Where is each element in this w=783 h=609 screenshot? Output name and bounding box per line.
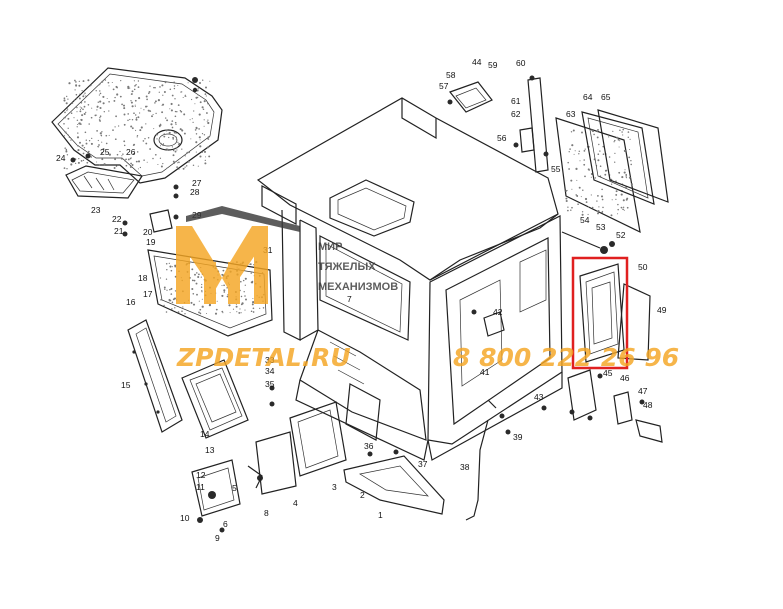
callout-63: 63	[566, 109, 576, 119]
callout-25: 25	[100, 147, 110, 157]
callout-48: 48	[643, 400, 653, 410]
callout-21: 21	[114, 226, 124, 236]
brand-line-1: МИР	[318, 241, 342, 253]
callout-45: 45	[603, 368, 613, 378]
callout-13: 13	[205, 445, 215, 455]
callout-27: 27	[192, 178, 202, 188]
callout-36: 36	[364, 441, 374, 451]
brand-watermark: МИР ТЯЖЕЛЫХ МЕХАНИЗМОВ ZPDETAL.RU 8 800 …	[176, 206, 679, 372]
bolts-52-54	[561, 231, 615, 254]
callout-49: 49	[657, 305, 667, 315]
callout-52: 52	[616, 230, 626, 240]
left-window-frame-15	[127, 319, 183, 433]
misc-fasteners	[269, 309, 511, 435]
callout-43: 43	[534, 392, 544, 402]
callout-53: 53	[596, 222, 606, 232]
callout-6: 6	[223, 519, 228, 529]
callout-10: 10	[180, 513, 190, 523]
callout-7: 7	[347, 294, 352, 304]
step-sill-1	[343, 449, 445, 515]
callout-41: 41	[480, 367, 490, 377]
callout-18: 18	[138, 273, 148, 283]
callout-26: 26	[126, 147, 136, 157]
callout-39: 39	[513, 432, 523, 442]
cab-body	[256, 97, 563, 461]
callout-54: 54	[580, 215, 590, 225]
mm-monogram-logo	[176, 206, 300, 304]
highlight-box	[571, 256, 629, 370]
callout-35: 35	[265, 379, 275, 389]
callout-60: 60	[516, 58, 526, 68]
latch-assembly	[191, 459, 263, 533]
side-window-seal-49	[617, 283, 651, 361]
callout-59: 59	[488, 60, 498, 70]
callout-numbers: 1234567891011121314151617181920212223242…	[56, 57, 667, 543]
side-window-glass-50	[579, 263, 625, 363]
hinge-parts-45-48	[541, 369, 663, 443]
callout-65: 65	[601, 92, 611, 102]
front-hatch-3	[289, 401, 347, 477]
callout-16: 16	[126, 297, 136, 307]
brand-line-2: ТЯЖЕЛЫХ	[318, 261, 376, 273]
callout-15: 15	[121, 380, 131, 390]
callout-5: 5	[232, 483, 237, 493]
callout-2: 2	[360, 490, 365, 500]
callout-38: 38	[460, 462, 470, 472]
rear-window-65	[597, 109, 669, 203]
callout-46: 46	[620, 373, 630, 383]
grab-handle-38	[465, 399, 497, 521]
roof-panel-28	[51, 67, 223, 184]
callout-12: 12	[196, 470, 206, 480]
callout-9: 9	[215, 533, 220, 543]
callout-11: 11	[196, 482, 205, 492]
callout-57: 57	[439, 81, 449, 91]
panel-4	[255, 431, 297, 495]
callout-4: 4	[293, 498, 298, 508]
callout-64: 64	[583, 92, 593, 102]
rear-window-64	[581, 111, 655, 205]
tray-23	[65, 165, 143, 199]
callout-24: 24	[56, 153, 66, 163]
callout-34: 34	[265, 366, 275, 376]
roof-fasteners	[70, 77, 198, 237]
callout-42: 42	[493, 307, 503, 317]
callout-37: 37	[418, 459, 428, 469]
callout-44: 44	[472, 57, 482, 67]
callout-1: 1	[378, 510, 383, 520]
brand-line-3: МЕХАНИЗМОВ	[318, 281, 398, 293]
callout-47: 47	[638, 386, 648, 396]
callout-50: 50	[638, 262, 648, 272]
callout-28: 28	[190, 187, 200, 197]
callout-8: 8	[264, 508, 269, 518]
top-hinge-parts	[447, 75, 549, 173]
callout-56: 56	[497, 133, 507, 143]
callout-17: 17	[143, 289, 153, 299]
callout-22: 22	[112, 214, 122, 224]
callout-14: 14	[200, 429, 210, 439]
phone-number: 8 800 222 26 96	[453, 343, 679, 372]
site-url: ZPDETAL.RU	[176, 343, 351, 372]
callout-19: 19	[146, 237, 156, 247]
callout-20: 20	[143, 227, 153, 237]
left-window-glass-14	[181, 359, 249, 439]
callout-33: 33	[265, 355, 275, 365]
callout-62: 62	[511, 109, 521, 119]
callout-3: 3	[332, 482, 337, 492]
callout-23: 23	[91, 205, 101, 215]
callout-55: 55	[551, 164, 561, 174]
callout-58: 58	[446, 70, 456, 80]
callout-61: 61	[511, 96, 521, 106]
